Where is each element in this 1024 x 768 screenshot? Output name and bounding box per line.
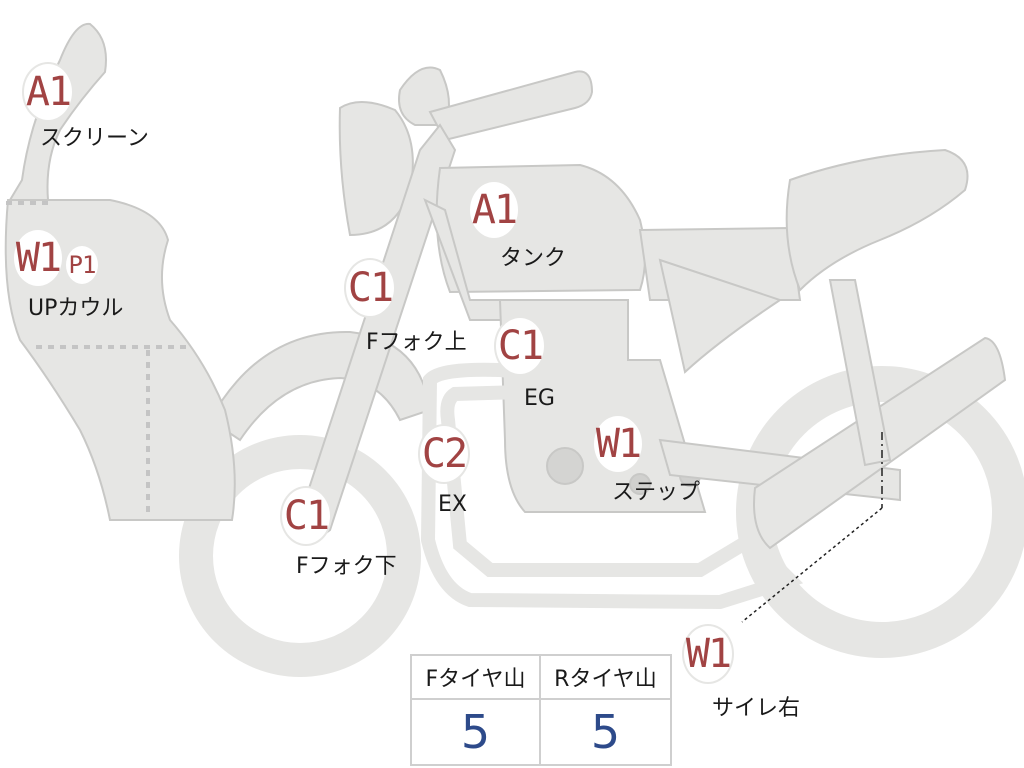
label-muffler-right: サイレ右 [712,696,801,721]
front-wheel-icon [179,435,421,677]
tire-tread-table: Fタイヤ山 Rタイヤ山 5 5 [410,654,672,766]
label-screen: スクリーン [40,126,149,151]
badge-exhaust: C2 [418,424,470,484]
label-engine: EG [524,386,555,411]
badge-engine: C1 [494,316,546,376]
label-up-cowl: UPカウル [28,296,124,321]
label-exhaust: EX [438,492,467,517]
badge-fork-upper: C1 [344,258,396,318]
label-tank: タンク [500,246,567,271]
value-rear-tire: 5 [590,705,621,759]
tank-icon [435,163,646,294]
badge-muffler-right: W1 [682,624,734,684]
header-rear-tire: Rタイヤ山 [541,656,670,700]
badge-up-cowl-paint: P1 [64,244,100,286]
cowl-icon [4,199,236,521]
badge-tank: A1 [468,180,520,240]
label-step: ステップ [612,480,701,505]
badge-up-cowl: W1 [12,228,64,288]
label-fork-lower: Fフォク下 [296,554,397,579]
label-fork-upper: Fフォク上 [366,330,467,355]
badge-fork-lower: C1 [280,486,332,546]
value-front-tire: 5 [412,700,541,764]
badge-step: W1 [592,414,644,474]
exhaust-icon [420,362,804,610]
badge-screen: A1 [22,62,74,122]
header-front-tire: Fタイヤ山 [412,656,541,700]
